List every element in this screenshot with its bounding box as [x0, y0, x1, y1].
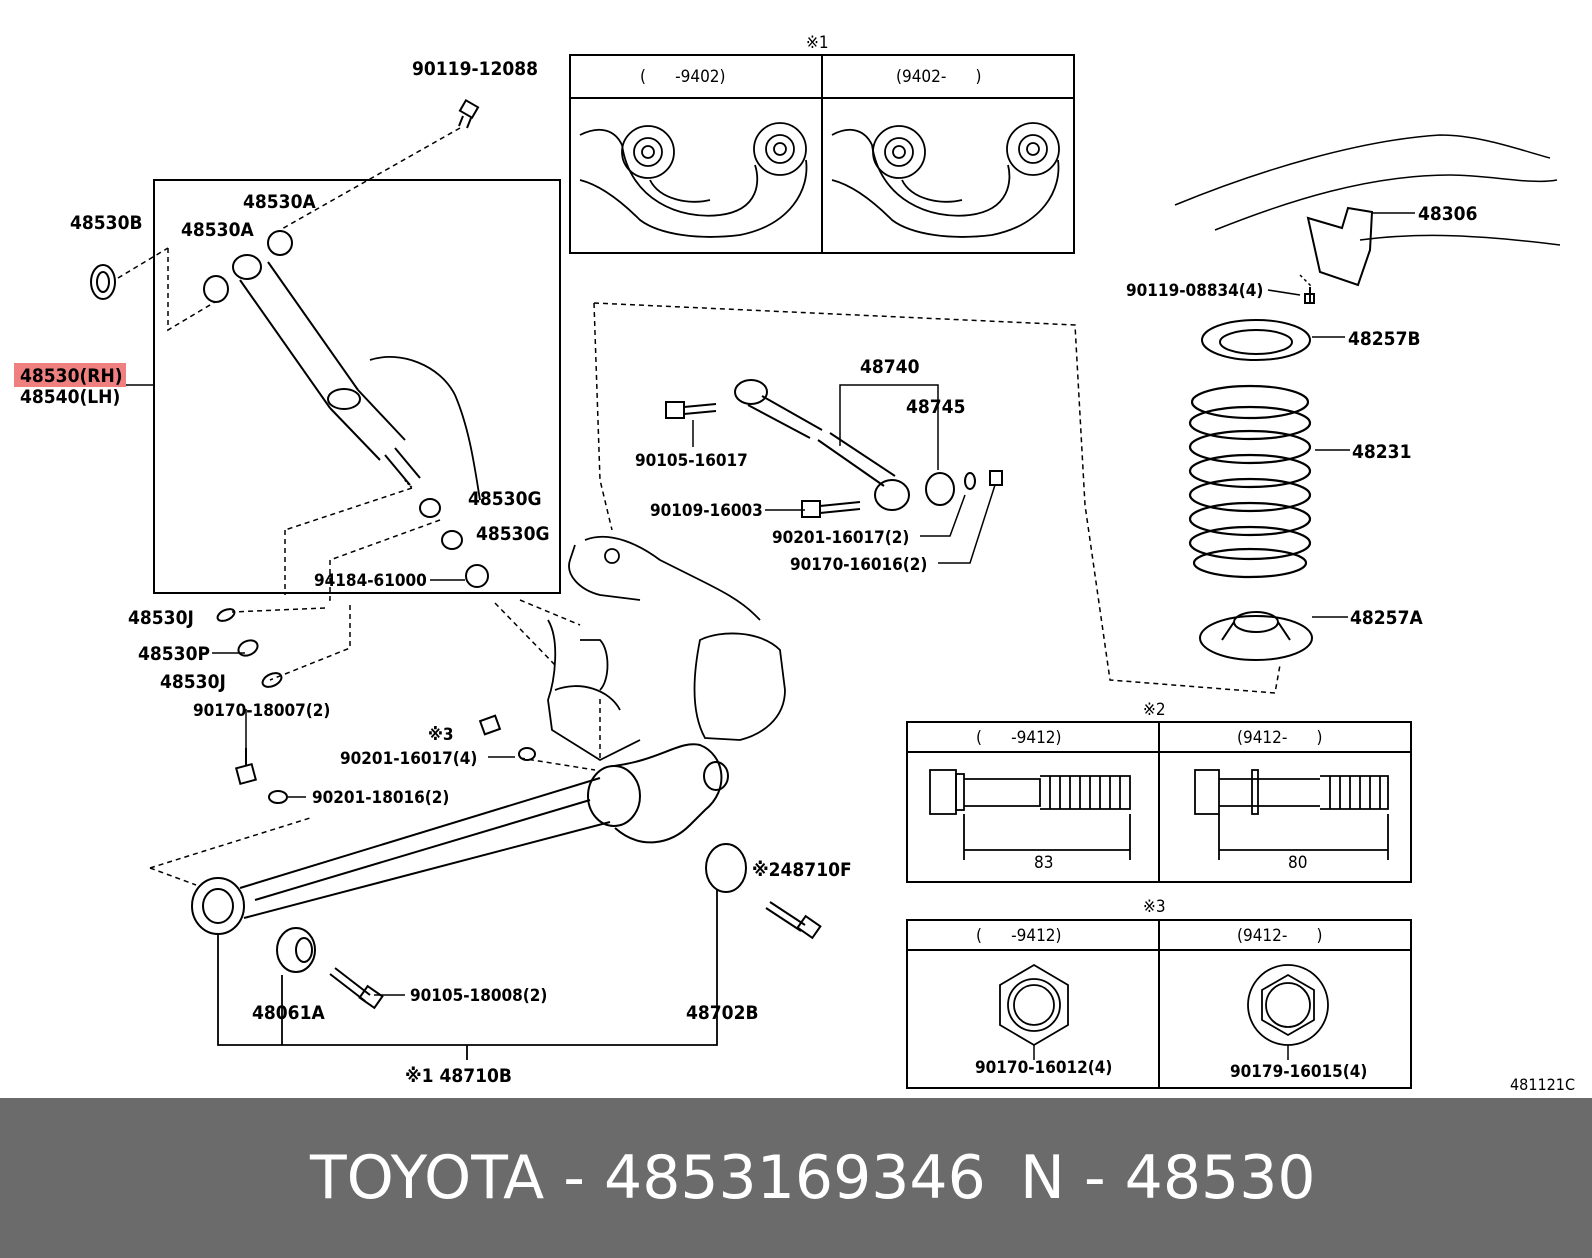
label-rod-48745: 48745 [906, 396, 965, 418]
label-retainer-j2: 48530J [160, 671, 226, 693]
label-bushing-48061a: 48061A [252, 1002, 325, 1024]
arm-leader-lines [149, 695, 601, 886]
label-bolt-18008: 90105-18008(2) [410, 986, 547, 1006]
shock-leader-lines [117, 127, 461, 681]
inset-3 [906, 919, 1412, 1089]
label-cushion-48530a-upper: 48530A [243, 191, 316, 213]
label-nut-16016: 90170-16016(2) [790, 555, 927, 575]
footer-banner: TOYOTA - 4853169346 N - 48530 [0, 1098, 1592, 1258]
lateral-rod-drawing [734, 379, 1003, 511]
inset2-mark: ※2 [1143, 700, 1166, 720]
label-bolt-top: 90119-12088 [412, 58, 538, 80]
insulator-48257a-drawing [1199, 611, 1313, 661]
arm-label-leaders [212, 579, 515, 996]
bolt-90119-12088-drawing [458, 98, 480, 129]
parts-diagram: 90119-12088 48530B 48530A 48530A 48530(R… [14, 33, 1575, 1094]
label-cushion-48530g-2: 48530G [476, 523, 550, 545]
axle-housing-outline [369, 356, 786, 762]
cushion-48530a-inner-drawing [203, 275, 229, 303]
cushion-48530a-upper-drawing [267, 230, 293, 256]
label-bushing-48702b: 48702B [686, 1002, 759, 1024]
label-insulator-48257b: 48257B [1348, 328, 1421, 350]
nut-94184-drawing [465, 564, 489, 588]
body-outline [1174, 134, 1561, 246]
label-bolt-48710f: ※248710F [752, 859, 852, 881]
label-nut-18007: 90170-18007(2) [193, 701, 330, 721]
label-arm-48710b: ※1 48710B [405, 1065, 512, 1087]
label-rod-48740: 48740 [860, 356, 920, 378]
inset2-left-header: ( -9412) [976, 728, 1062, 748]
inset3-right-header: (9412- ) [1237, 926, 1323, 946]
retainer-j2-drawing [261, 672, 283, 688]
inset-labels: ※1 ( -9402) (9402- ) ※2 ( -9412) (9412- … [640, 33, 1575, 1094]
cushion-48530b-hole [96, 271, 110, 293]
inset-1 [569, 54, 1075, 254]
inset3-left-header: ( -9412) [976, 926, 1062, 946]
diagram-code: 481121C [1510, 1075, 1575, 1094]
inset3-right-part: 90179-16015(4) [1230, 1062, 1367, 1082]
inset1-right-header: (9402- ) [896, 67, 982, 87]
label-mark3-small: ※3 [428, 725, 454, 745]
cushion-48530g-1-drawing [419, 498, 441, 518]
label-washer-18016: 90201-18016(2) [312, 788, 449, 808]
shock-group-frame [153, 179, 561, 594]
label-shock-lh: 48540(LH) [20, 386, 120, 408]
bracket-48306-drawing [1306, 206, 1374, 287]
lower-control-arm-drawing [191, 743, 747, 973]
label-cushion-48530a-inner: 48530A [181, 219, 254, 241]
label-bolt-08834: 90119-08834(4) [1126, 281, 1263, 301]
label-bolt-16003: 90109-16003 [650, 501, 763, 521]
retainer-p-drawing [237, 639, 259, 657]
inset2-left-dim: 83 [1034, 853, 1053, 873]
label-spring-48231: 48231 [1352, 441, 1411, 463]
inset1-mark: ※1 [806, 33, 829, 53]
exploded-view: 90119-12088 48530B 48530A 48530A 48530(R… [14, 33, 1575, 1094]
rod-bolts [665, 401, 861, 518]
label-nut-94184: 94184-61000 [314, 571, 427, 591]
housing-leader-lines [494, 599, 581, 666]
footer-brand-part-number: TOYOTA - 4853169346 [310, 1143, 986, 1213]
label-bolt-16017: 90105-16017 [635, 451, 748, 471]
label-washer-16017-4: 90201-16017(4) [340, 749, 477, 769]
label-insulator-48257a: 48257A [1350, 607, 1423, 629]
inset1-left-header: ( -9402) [640, 67, 726, 87]
shock-absorber-drawing [232, 254, 421, 489]
label-retainer-j1: 48530J [128, 607, 194, 629]
label-shock-rh: 48530(RH) [20, 365, 123, 387]
part-labels: 90119-12088 48530B 48530A 48530A 48530(R… [20, 58, 1477, 1087]
inset3-left-part: 90170-16012(4) [975, 1058, 1112, 1078]
footer-n-part: N - 48530 [1020, 1143, 1316, 1213]
cushion-48530g-2-drawing [441, 530, 463, 550]
label-bracket-48306: 48306 [1418, 203, 1477, 225]
retainer-j1-drawing [216, 608, 236, 622]
rod-group-frame [593, 302, 1281, 694]
arm-fasteners [234, 714, 822, 1010]
label-washer-16017-2: 90201-16017(2) [772, 528, 909, 548]
coil-spring-drawing [1188, 384, 1312, 579]
label-cushion-48530b: 48530B [70, 212, 143, 234]
inset2-right-header: (9412- ) [1237, 728, 1323, 748]
inset3-mark: ※3 [1143, 897, 1166, 917]
inset2-right-dim: 80 [1288, 853, 1307, 873]
inset-2 [906, 721, 1412, 883]
rod-label-leaders [692, 384, 996, 564]
cushion-48530b-drawing [90, 264, 116, 300]
label-cushion-48530g-1: 48530G [468, 488, 542, 510]
highlight-marker [14, 363, 126, 387]
insulator-48257b-drawing [1201, 319, 1311, 361]
label-retainer-p: 48530P [138, 643, 210, 665]
